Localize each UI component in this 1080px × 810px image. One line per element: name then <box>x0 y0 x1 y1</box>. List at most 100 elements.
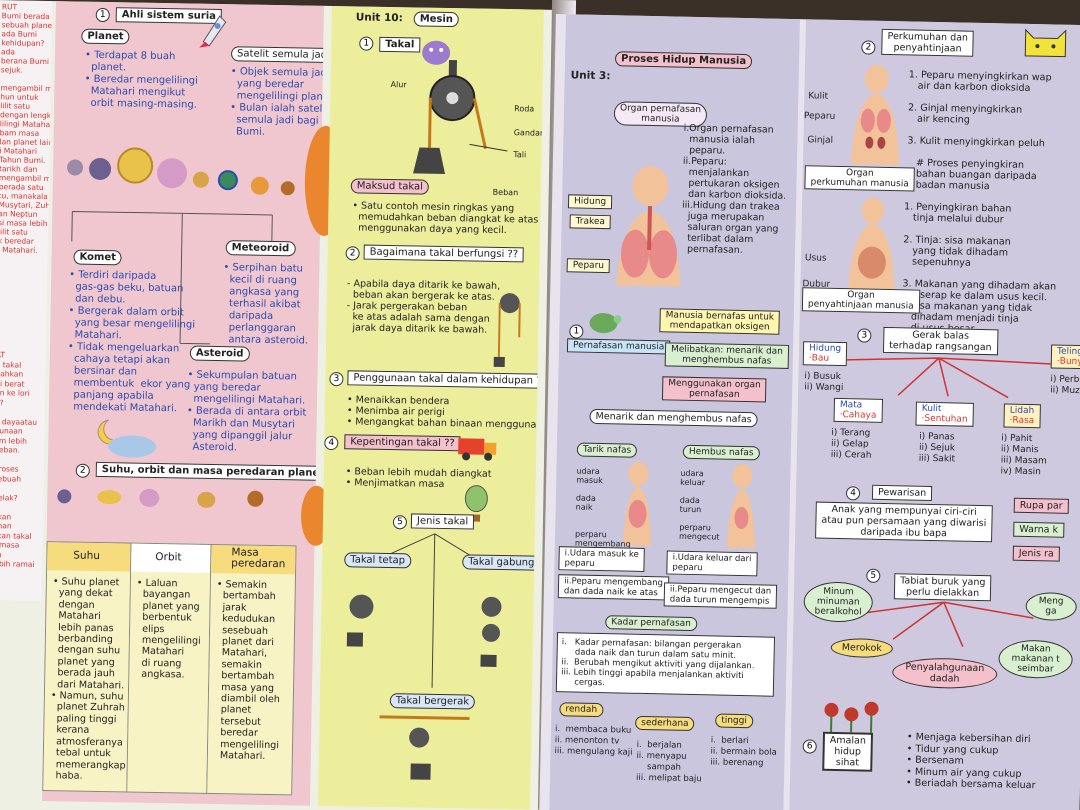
meteoroid-label: Meteoroid <box>225 240 296 257</box>
moon-cloud-icon <box>97 419 157 458</box>
left-page: RUT Bumi berada sebuah planet ada Bumi k… <box>0 0 560 810</box>
komet-points: • Terdiri daripada gas-gas beku, batuan … <box>66 269 196 415</box>
takal-tetap-label: Takal tetap <box>344 552 412 569</box>
tree-lines <box>71 210 273 345</box>
maksud-text: • Satu contoh mesin ringkas yang memudah… <box>351 200 539 237</box>
sederhana-items: i. berjalan ii. menyapu sampah iii. meli… <box>635 739 702 785</box>
hembus-nafas-label: Hembus nafas <box>682 444 760 461</box>
asteroid-points: • Sekumpulan batuan yang beredar mengeli… <box>186 369 307 454</box>
bernafas-point-2: Melibatkan: menarik dan menghembus nafas <box>664 342 790 369</box>
section-number-1: 1 <box>95 7 110 23</box>
unit10-label: Unit 10: <box>355 11 403 25</box>
unit10-title: Mesin <box>413 11 460 28</box>
planet-table: Suhu Orbit Masa peredaran • Suhu planet … <box>42 541 297 796</box>
penyahtinjaan-points: 1. Penyingkiran bahan tinja melalui dubu… <box>902 201 1057 335</box>
planet-venus <box>88 157 112 181</box>
tarik-note-2: ii.Peparu mengembang dan dada naik ke at… <box>557 574 670 601</box>
perkumuhan-title: Perkumuhan dan penyahtinjaan <box>881 28 975 57</box>
proses-hidup-panel: Unit 3: Proses Hidup Manusia Organ perna… <box>549 14 800 810</box>
kadar-points: i. Kadar pernafasan: bilangan pergerakan… <box>560 636 755 688</box>
turtle-icon <box>589 313 622 334</box>
table-header-suhu: Suhu <box>47 542 132 572</box>
pewarisan-title: Pewarisan <box>871 484 933 501</box>
diagram-label-roda: Roda <box>514 104 535 114</box>
bernafas-point-1: Manusia bernafas untuk mendapatkan oksig… <box>659 308 781 335</box>
table-cell-orbit: • Laluan bayangan planet yang berbentuk … <box>135 577 201 681</box>
organ-label-peparu: Peparu <box>566 258 611 274</box>
margin-text-top: RUT Bumi berada sebuah planet ada Bumi k… <box>0 2 52 255</box>
satelit-points: • Objek semula jadi yang beredar mengeli… <box>230 66 324 138</box>
takal-bergerak-label: Takal bergerak <box>389 693 476 710</box>
planet-points: • Terdapat 8 buah planet. • Beredar meng… <box>84 49 198 111</box>
hembus-labels: udara keluar dada turun perparu mengecut <box>678 468 720 542</box>
planet-mercury <box>66 159 84 176</box>
pulley-diagram <box>413 60 508 174</box>
sense-kulit-items: i) Panas ii) Sejuk iii) Sakit <box>918 431 956 465</box>
kepentingan-title: Kepentingan takal ?? <box>344 434 461 452</box>
section-number-3r: 3 <box>857 328 872 343</box>
komet-label: Komet <box>73 249 123 266</box>
sense-lidah: Lidah ·Rasa <box>1003 403 1041 429</box>
unit3-title: Proses Hidup Manusia <box>614 51 753 70</box>
exhale-body-image <box>726 464 755 549</box>
pewarisan-text: Anak yang mempunyai ciri-ciri atau pun p… <box>815 501 993 543</box>
rocket-icon <box>199 15 227 48</box>
planet-row <box>56 1 324 196</box>
organ-perkumuhan-label: Organ perkumuhan manusia <box>804 165 916 192</box>
kadar-box: i. Kadar pernafasan: bilangan pergerakan… <box>555 632 776 697</box>
diagram-label-alur: Alur <box>390 80 407 90</box>
unit3-label: Unit 3: <box>570 69 611 83</box>
truck-icon <box>458 438 497 461</box>
section-number-4b: 4 <box>324 435 339 451</box>
sense-hidung-items: i) Busuk ii) Wangi <box>804 371 844 394</box>
sense-kulit: Kulit ·Sentuhan <box>915 401 974 427</box>
right-page: Unit 3: Proses Hidup Manusia Organ perna… <box>539 14 1080 810</box>
satelit-label: Satelit semula jadi <box>230 46 324 64</box>
planet-strip-bottom <box>56 1 324 509</box>
section-number-5r: 5 <box>866 568 881 583</box>
section-number-2: 2 <box>75 463 90 478</box>
cat-icon <box>1024 28 1067 58</box>
section-number-3b: 3 <box>329 371 344 387</box>
perkumuhan-label-kulit: Kulit <box>808 91 829 102</box>
maksud-title: Maksud takal <box>350 178 430 195</box>
penggunaan-title: Penggunaan takal dalam kehidupan ?? <box>347 370 544 389</box>
section-number-1b: 1 <box>359 36 374 51</box>
diagram-label-gandar: Gandar <box>513 128 544 138</box>
penggunaan-text: • Menaikkan bendera • Menimba air perigi… <box>346 394 544 431</box>
sense-arrows <box>838 357 1069 399</box>
margin-text-bottom: AT n takal dahkan gi berat an ke lori h?… <box>0 350 38 569</box>
section-number-4r: 4 <box>845 486 861 501</box>
left-margin-strip: RUT Bumi berada sebuah planet ada Bumi k… <box>0 0 52 601</box>
section-number-6r: 6 <box>802 739 817 754</box>
sense-lidah-items: i) Pahit ii) Manis iii) Masam iv) Masin <box>1000 433 1047 478</box>
takal-gabungan-label: Takal gabungan <box>462 554 544 571</box>
diagram-label-tali: Tali <box>513 150 527 160</box>
organ-label-trakea: Trakea <box>569 214 612 230</box>
mascot-icon <box>422 40 451 65</box>
inhale-body-image <box>622 461 651 547</box>
table-header-masa: Masa peredaran <box>211 544 297 575</box>
pewarisan-item-rupa: Rupa par <box>1013 497 1069 514</box>
pewarisan-item-warna: Warna k <box>1013 521 1065 538</box>
tinggi-items: i. berlari ii. bermain bola iii. berenan… <box>710 735 777 769</box>
pernafasan-manusia-label: Pernafasan manusia <box>566 338 671 355</box>
amalan-points: • Menjaga kebersihan diri • Tidur yang c… <box>905 731 1036 792</box>
sense-hidung: Hidung ·Bau <box>802 341 848 367</box>
suhu-orbit-title: Suhu, orbit dan masa peredaran planet <box>95 461 324 482</box>
asteroid-label: Asteroid <box>189 345 250 362</box>
sense-mata-items: i) Terang ii) Gelap iii) Cerah <box>830 427 872 461</box>
sederhana-label: sederhana <box>635 715 695 732</box>
table-cell-suhu: • Suhu planet yang dekat dengan Matahari… <box>49 576 126 782</box>
pewarisan-item-jenis: Jenis ra <box>1012 545 1060 562</box>
section-number-2b: 2 <box>345 246 360 261</box>
planet-jupiter <box>116 147 154 184</box>
section-number-2r: 2 <box>861 40 876 55</box>
takal-label: Takal <box>379 36 421 53</box>
organ-label-hidung: Hidung <box>567 194 613 210</box>
penyahtinjaan-label-usus: Usus <box>804 253 827 264</box>
digestive-body-image <box>848 197 895 294</box>
planet-label: Planet <box>81 28 130 45</box>
